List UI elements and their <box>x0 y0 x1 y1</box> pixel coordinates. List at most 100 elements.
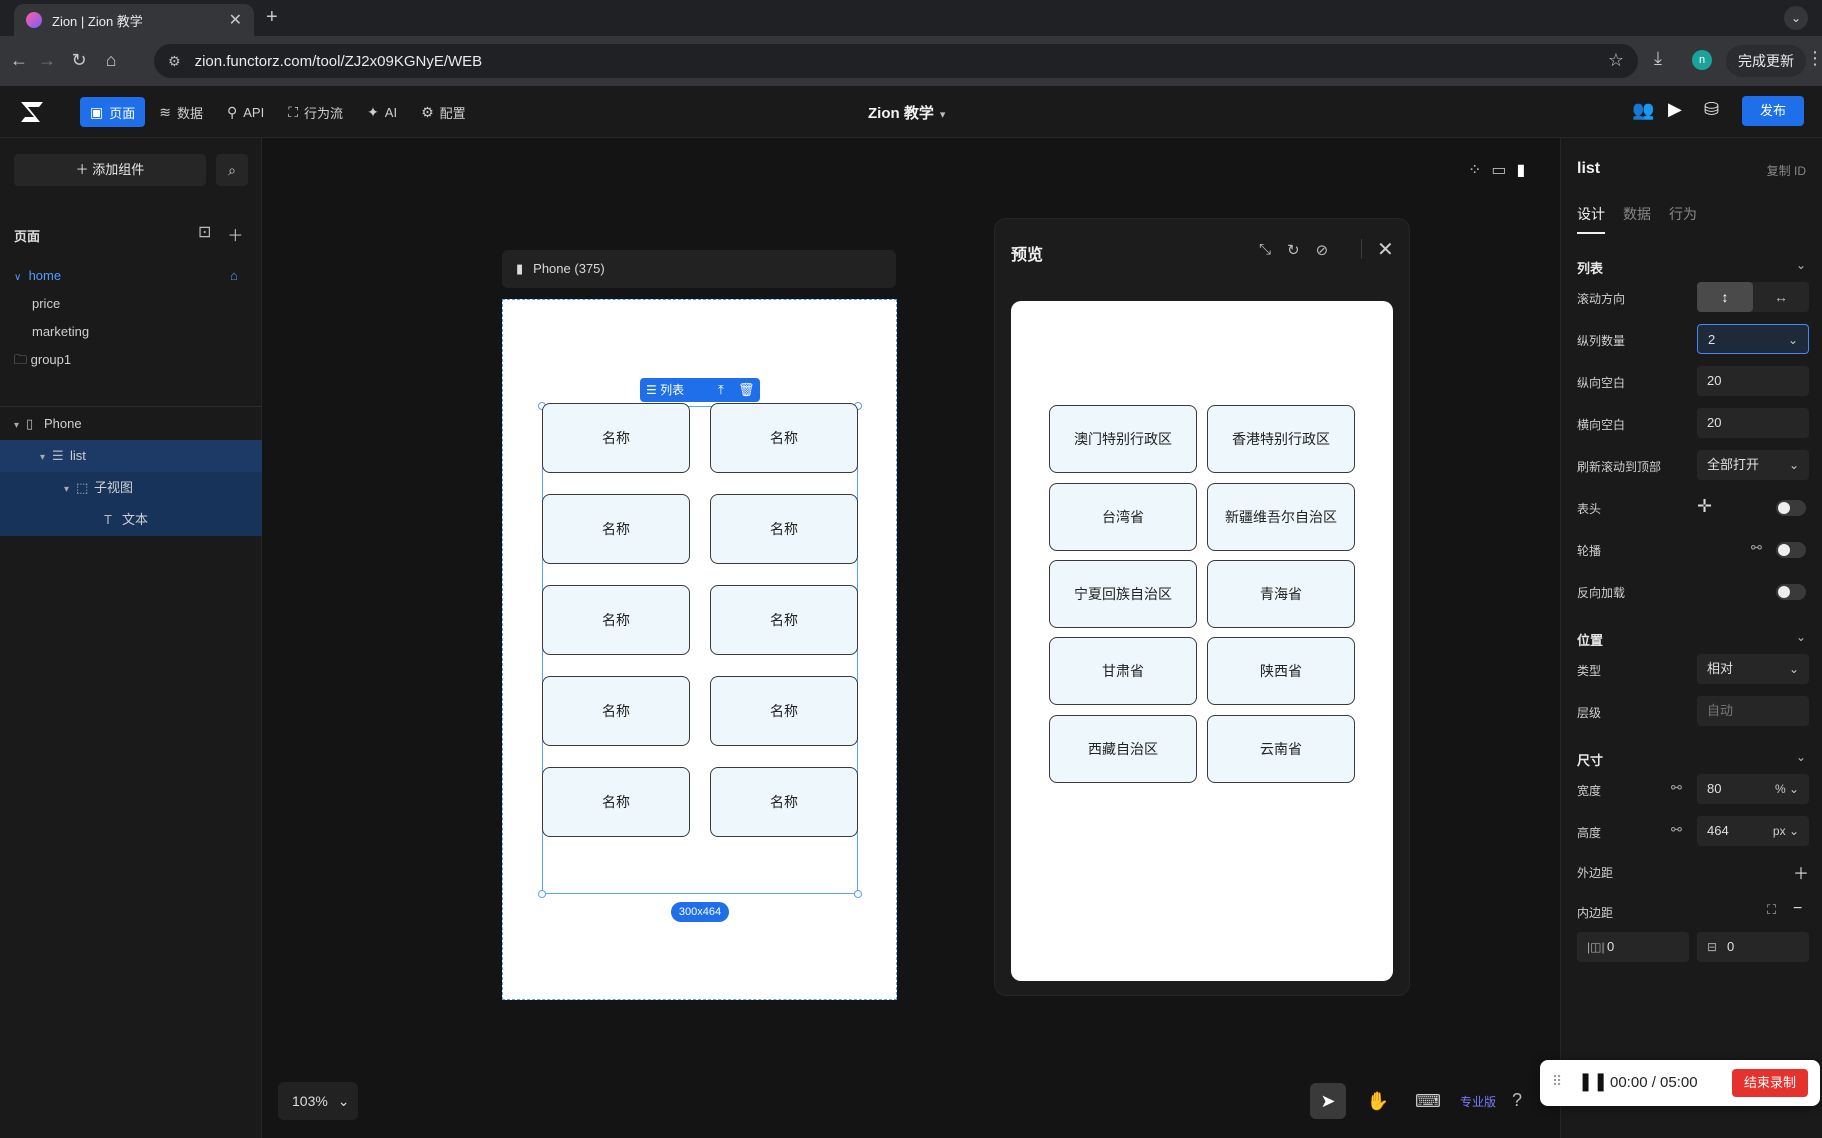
help-icon[interactable]: ? <box>1512 1090 1523 1110</box>
search-icon[interactable]: ⌕ <box>216 154 248 186</box>
bind-variable-icon[interactable]: ⚯ <box>1671 780 1682 795</box>
reload-icon[interactable]: ↻ <box>71 50 87 70</box>
add-icon[interactable]: ＋ <box>1793 866 1810 883</box>
tab-behavior[interactable]: 行为 <box>1669 206 1697 222</box>
preview-card[interactable]: 澳门特别行政区 <box>1049 405 1197 473</box>
tree-item-list[interactable]: ▾☰list <box>0 440 262 472</box>
list-card[interactable]: 名称 <box>710 767 858 837</box>
refresh-select[interactable]: 全部打开⌄ <box>1697 450 1809 480</box>
delete-icon[interactable]: 🗑 <box>738 382 755 397</box>
nav-config[interactable]: ⚙配置 <box>421 103 466 121</box>
preview-card[interactable]: 宁夏回族自治区 <box>1049 560 1197 628</box>
bookmark-star-icon[interactable]: ☆ <box>1607 50 1624 70</box>
vertical-scroll-icon[interactable]: ↕ <box>1697 282 1753 312</box>
list-card[interactable]: 名称 <box>542 494 690 564</box>
vgap-input[interactable]: 20 <box>1697 366 1809 396</box>
columns-select[interactable]: 2⌄ <box>1697 324 1809 354</box>
list-card[interactable]: 名称 <box>710 494 858 564</box>
page-item-marketing[interactable]: marketing <box>32 324 90 339</box>
pause-icon[interactable]: ❚❚ <box>1578 1071 1609 1091</box>
new-tab-icon[interactable]: + <box>266 6 278 28</box>
page-item-group1[interactable]: 🗀 group1 <box>14 352 72 367</box>
hgap-input[interactable]: 20 <box>1697 408 1809 438</box>
type-select[interactable]: 相对⌄ <box>1697 654 1809 684</box>
width-input[interactable]: 80% ⌄ <box>1697 774 1809 804</box>
tree-item-phone[interactable]: ▾▯Phone <box>0 408 262 440</box>
chevron-down-icon[interactable]: ⌄ <box>1795 630 1806 644</box>
url-input[interactable]: ⚙ zion.functorz.com/tool/ZJ2x09KGNyE/WEB… <box>154 44 1638 78</box>
header-toggle[interactable] <box>1776 500 1806 516</box>
preview-card[interactable]: 香港特别行政区 <box>1207 405 1355 473</box>
tab-search-icon[interactable]: ⌄ <box>1784 6 1808 30</box>
publish-button[interactable]: 发布 <box>1742 96 1804 126</box>
copy-id-button[interactable]: 复制 ID <box>1766 164 1806 178</box>
preview-card[interactable]: 云南省 <box>1207 715 1355 783</box>
horizontal-scroll-icon[interactable]: ↔ <box>1774 289 1788 305</box>
width-unit-select[interactable]: % ⌄ <box>1774 782 1799 796</box>
reverse-toggle[interactable] <box>1776 584 1806 600</box>
browser-tab[interactable]: Zion | Zion 教学 ✕ <box>14 4 254 36</box>
nav-page[interactable]: ▣页面 <box>80 97 146 127</box>
zion-logo[interactable] <box>18 98 46 126</box>
preview-card[interactable]: 陕西省 <box>1207 637 1355 705</box>
add-component-button[interactable]: ＋ 添加组件 <box>14 154 206 186</box>
refresh-icon[interactable]: ↻ <box>1287 242 1300 259</box>
add-folder-icon[interactable]: ⊡ <box>198 224 212 241</box>
list-card[interactable]: 名称 <box>710 585 858 655</box>
device-label-bar[interactable]: ▮Phone (375) <box>502 250 896 288</box>
height-unit-select[interactable]: px ⌄ <box>1772 824 1799 838</box>
list-card[interactable]: 名称 <box>710 676 858 746</box>
profile-avatar[interactable]: n <box>1692 50 1712 70</box>
list-card[interactable]: 名称 <box>542 676 690 746</box>
update-button[interactable]: 完成更新 <box>1726 45 1806 77</box>
padding-vertical-input[interactable]: ⊟0 <box>1697 932 1809 962</box>
back-icon[interactable]: ← <box>10 50 28 70</box>
keyboard-icon[interactable]: ⌨ <box>1415 1091 1441 1111</box>
home-icon[interactable]: ⌂ <box>105 50 117 70</box>
add-page-icon[interactable]: ＋ <box>227 228 244 245</box>
resize-handle[interactable] <box>854 890 862 898</box>
list-card[interactable]: 名称 <box>542 585 690 655</box>
tab-design[interactable]: 设计 <box>1577 204 1605 234</box>
page-item-price[interactable]: price <box>32 296 61 311</box>
preview-card[interactable]: 台湾省 <box>1049 483 1197 551</box>
browser-menu-icon[interactable]: ⋮ <box>1806 48 1822 68</box>
stop-recording-button[interactable]: 结束录制 <box>1732 1069 1808 1097</box>
site-info-icon[interactable]: ⚙ <box>168 52 181 69</box>
bind-variable-icon[interactable]: ⚯ <box>1671 822 1682 837</box>
layer-input[interactable]: 自动 <box>1697 696 1809 726</box>
project-selector[interactable]: Zion 教学▾ <box>868 105 946 122</box>
tablet-icon[interactable]: ▭ <box>1491 162 1507 179</box>
phone-view-icon[interactable]: ▮ <box>1516 162 1526 179</box>
list-component-tag[interactable]: ☰ 列表 ⤒ 🗑 <box>640 378 760 402</box>
nav-api[interactable]: ⚲API <box>227 103 265 120</box>
grid-view-icon[interactable]: ⁘ <box>1468 162 1482 179</box>
play-icon[interactable]: ▶ <box>1668 99 1682 119</box>
resize-handle[interactable] <box>538 890 546 898</box>
tree-item-subview[interactable]: ▾⬚子视图 <box>0 472 262 504</box>
bind-variable-icon[interactable]: ⚯ <box>1751 540 1762 555</box>
zoom-selector[interactable]: 103% ⌄ <box>278 1082 358 1120</box>
nav-flow[interactable]: ⛶行为流 <box>288 103 344 121</box>
list-card[interactable]: 名称 <box>710 403 858 473</box>
pro-badge[interactable]: 专业版 <box>1460 1094 1497 1109</box>
preview-card[interactable]: 甘肃省 <box>1049 637 1197 705</box>
list-card[interactable]: 名称 <box>542 767 690 837</box>
drag-handle-icon[interactable]: ⠿ <box>1552 1073 1563 1089</box>
padding-horizontal-input[interactable]: |◫|0 <box>1577 932 1689 962</box>
forward-icon[interactable]: → <box>38 50 56 70</box>
tab-data[interactable]: 数据 <box>1623 206 1651 222</box>
nav-data[interactable]: ≋数据 <box>159 103 203 121</box>
collapse-icon[interactable]: ⤡ <box>1259 241 1272 258</box>
collaborators-icon[interactable]: 👥 <box>1632 100 1655 120</box>
carousel-toggle[interactable] <box>1776 542 1806 558</box>
close-tab-icon[interactable]: ✕ <box>228 12 242 29</box>
database-settings-icon[interactable]: ⛁ <box>1704 99 1720 119</box>
preview-card[interactable]: 青海省 <box>1207 560 1355 628</box>
chevron-down-icon[interactable]: ⌄ <box>1795 258 1806 272</box>
compass-icon[interactable]: ⊘ <box>1315 242 1329 259</box>
list-card[interactable]: 名称 <box>542 403 690 473</box>
chevron-down-icon[interactable]: ⌄ <box>1795 750 1806 764</box>
